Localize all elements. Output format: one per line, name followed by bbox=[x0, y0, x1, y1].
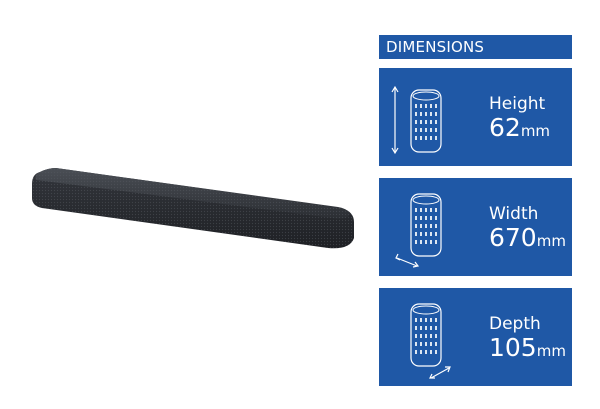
soundbar-image bbox=[32, 168, 354, 249]
depth-arrow-icon bbox=[410, 303, 451, 379]
width-arrow-icon bbox=[395, 193, 442, 268]
dimension-card-height: Height 62mm bbox=[379, 68, 572, 166]
height-arrow-icon bbox=[391, 85, 442, 155]
dimension-card-width: Width 670mm bbox=[379, 178, 572, 276]
dimension-label: Height bbox=[489, 94, 546, 114]
dimension-value: 62mm bbox=[489, 113, 551, 142]
dimension-value: 105mm bbox=[489, 333, 566, 362]
dimension-value: 670mm bbox=[489, 223, 566, 252]
dimension-label: Depth bbox=[489, 314, 541, 334]
dimensions-header: DIMENSIONS bbox=[379, 35, 572, 59]
dimension-label: Width bbox=[489, 204, 539, 224]
dimension-card-depth: Depth 105mm bbox=[379, 288, 572, 386]
